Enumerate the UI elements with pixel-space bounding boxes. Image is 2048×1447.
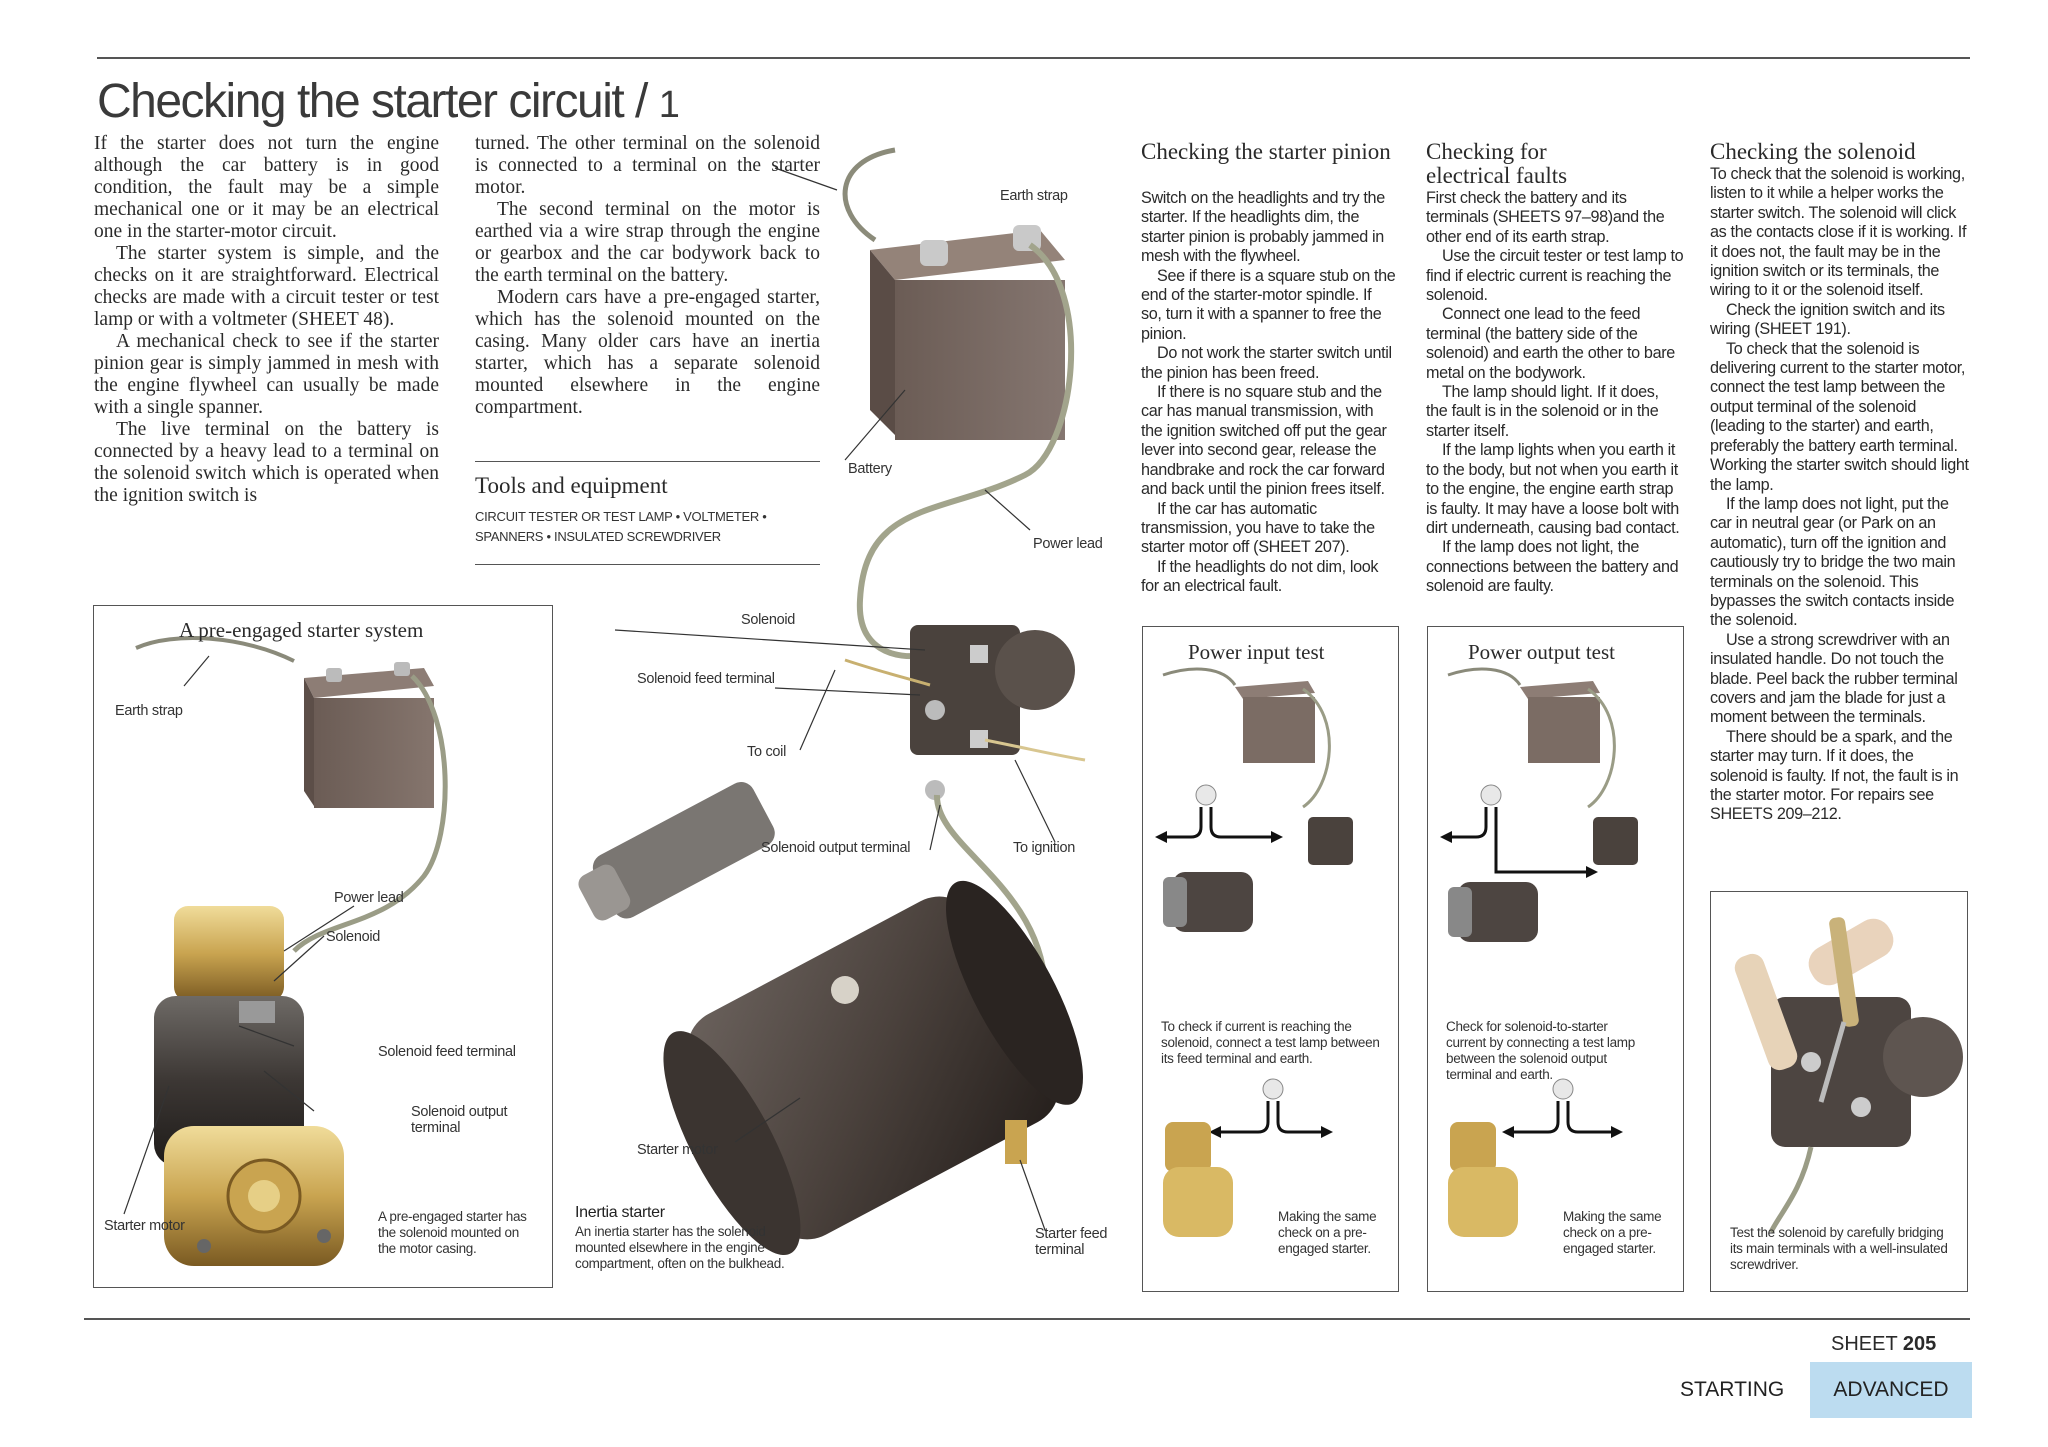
label-solenoid-output-terminal: Solenoid output terminal [761, 840, 911, 856]
label-starter-feed-terminal: Starter feed terminal [1035, 1226, 1108, 1258]
intro-paragraph: If the starter does not turn the engine … [94, 133, 439, 242]
page-title: Checking the starter circuit / 1 [97, 74, 680, 129]
pre-engaged-caption: A pre-engaged starter has the solenoid m… [378, 1209, 527, 1256]
label-solenoid-output-terminal: Solenoid output terminal [411, 1104, 508, 1136]
power-output-test-box: Power output test Check for solenoid-to-… [1427, 626, 1684, 1292]
solenoid-paragraph: If the lamp does not light, put the car … [1710, 494, 1956, 630]
label-solenoid: Solenoid [326, 929, 381, 945]
intro-paragraph: The starter system is simple, and the ch… [94, 243, 439, 330]
label-to-ignition: To ignition [1013, 840, 1075, 856]
power-input-title: Power input test [1188, 640, 1325, 664]
label-to-coil: To coil [747, 744, 786, 760]
tools-bottom-rule [475, 564, 820, 565]
intro-paragraph: Modern cars have a pre-engaged starter, … [475, 287, 820, 418]
inertia-caption: An inertia starter has the solenoid moun… [575, 1224, 785, 1271]
label-starter-motor: Starter motor [104, 1218, 185, 1234]
pinion-paragraph: Do not work the starter switch until the… [1141, 344, 1392, 382]
solenoid-paragraph: To check that the solenoid is delivering… [1710, 339, 1969, 494]
label-power-lead: Power lead [334, 890, 404, 906]
pinion-paragraph: See if there is a square stub on the end… [1141, 266, 1396, 343]
intro-paragraph: A mechanical check to see if the starter… [94, 331, 439, 418]
power-input-caption-2: Making the same check on a pre-engaged s… [1278, 1209, 1377, 1256]
power-output-title: Power output test [1468, 640, 1615, 664]
power-input-caption-1: To check if current is reaching the sole… [1161, 1019, 1380, 1066]
pinion-heading: Checking the starter pinion [1141, 139, 1391, 164]
sheet-value: 205 [1902, 1333, 1937, 1355]
power-output-caption-2: Making the same check on a pre-engaged s… [1563, 1209, 1662, 1256]
bottom-rule [84, 1318, 1970, 1320]
screwdriver-illustration [1734, 917, 1963, 1234]
tools-line-2: SPANNERS • INSULATED SCREWDRIVER [475, 529, 721, 544]
label-solenoid-feed-terminal: Solenoid feed terminal [637, 671, 775, 687]
intro-paragraph: The live terminal on the battery is conn… [94, 419, 439, 506]
screwdriver-caption: Test the solenoid by carefully bridging … [1730, 1225, 1948, 1272]
solenoid-paragraph: Check the ignition switch and its wiring… [1710, 300, 1945, 339]
sheet-label: SHEET [1831, 1333, 1898, 1355]
tools-line-1: CIRCUIT TESTER OR TEST LAMP • VOLTMETER … [475, 509, 767, 524]
power-input-illustration [1155, 667, 1353, 1237]
pinion-paragraph: If there is no square stub and the car h… [1141, 383, 1387, 499]
label-battery: Battery [848, 461, 892, 477]
screwdriver-test-box: Test the solenoid by carefully bridging … [1710, 891, 1968, 1292]
intro-column-2: turned. The other terminal on the soleno… [475, 133, 820, 419]
section-tab-starting[interactable]: STARTING [1680, 1378, 1785, 1401]
sheet-number: SHEET 205 [1831, 1333, 1936, 1356]
solenoid-paragraph: Use a strong screwdriver with an insulat… [1710, 630, 1958, 727]
top-rule [97, 57, 1970, 59]
power-input-test-box: Power input test To check if current is … [1142, 626, 1399, 1292]
section-tabs: STARTING ADVANCED [1680, 1362, 1972, 1418]
pinion-paragraph: Switch on the headlights and try the sta… [1141, 189, 1385, 266]
solenoid-paragraph: There should be a spark, and the starter… [1710, 727, 1959, 824]
intro-column-1: If the starter does not turn the engine … [94, 133, 439, 507]
faults-paragraph: If the lamp lights when you earth it to … [1426, 441, 1680, 537]
tools-top-rule [475, 461, 820, 462]
power-output-caption-1: Check for solenoid-to-starter current by… [1446, 1019, 1635, 1082]
faults-paragraph: First check the battery and its terminal… [1426, 189, 1665, 246]
solenoid-heading: Checking the solenoid [1710, 139, 1916, 164]
label-starter-motor: Starter motor [637, 1142, 718, 1158]
level-tab-advanced[interactable]: ADVANCED [1810, 1362, 1972, 1418]
pinion-paragraph: If the car has automatic transmission, y… [1141, 499, 1375, 557]
faults-heading: Checking for electrical faults [1426, 139, 1568, 188]
inertia-illustration-area: Earth strap Battery Power lead Solenoid … [575, 130, 1115, 1310]
pre-engaged-illustration-box: A pre-engaged starter system Earth strap… [93, 605, 553, 1288]
faults-text: First check the battery and its terminal… [1426, 189, 1684, 597]
faults-paragraph: Use the circuit tester or test lamp to f… [1426, 247, 1684, 305]
intro-paragraph: turned. The other terminal on the soleno… [475, 133, 820, 198]
solenoid-text: To check that the solenoid is working, l… [1710, 165, 1970, 825]
label-solenoid: Solenoid [741, 612, 796, 628]
pre-engaged-illustration [123, 636, 448, 1266]
inertia-illustration [578, 147, 1086, 1256]
label-earth-strap: Earth strap [1000, 188, 1068, 204]
faults-paragraph: If the lamp does not light, the connecti… [1426, 538, 1679, 596]
faults-paragraph: The lamp should light. If it does, the f… [1426, 383, 1659, 440]
pinion-text: Switch on the headlights and try the sta… [1141, 189, 1396, 597]
label-solenoid-feed-terminal: Solenoid feed terminal [378, 1044, 516, 1060]
page-title-text: Checking the starter circuit [97, 75, 625, 128]
label-earth-strap: Earth strap [115, 703, 183, 719]
label-power-lead: Power lead [1033, 536, 1103, 552]
intro-paragraph: The second terminal on the motor is eart… [475, 199, 820, 286]
pre-engaged-title: A pre-engaged starter system [179, 618, 424, 642]
power-output-illustration [1440, 667, 1638, 1237]
faults-paragraph: Connect one lead to the feed terminal (t… [1426, 305, 1675, 382]
tools-list: CIRCUIT TESTER OR TEST LAMP • VOLTMETER … [475, 507, 825, 547]
page-title-number: 1 [658, 84, 680, 126]
solenoid-paragraph: To check that the solenoid is working, l… [1710, 165, 1967, 300]
inertia-caption-title: Inertia starter [575, 1204, 665, 1221]
title-separator: / [623, 75, 659, 128]
pinion-paragraph: If the headlights do not dim, look for a… [1141, 557, 1379, 596]
tools-heading: Tools and equipment [475, 473, 668, 498]
